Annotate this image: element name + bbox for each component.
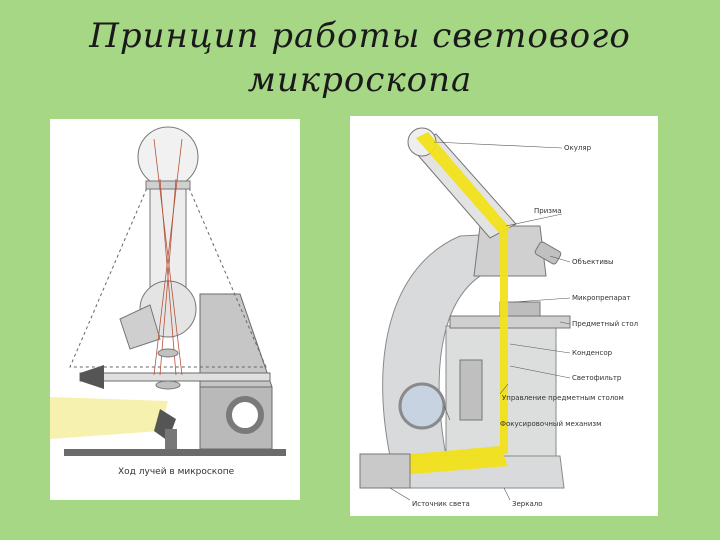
label-ocular: Окуляр xyxy=(564,144,592,152)
label-mirror: Зеркало xyxy=(512,500,543,508)
objective-lens xyxy=(534,241,562,265)
incoming-light xyxy=(50,397,168,439)
objective-side xyxy=(119,304,161,350)
focus-knob xyxy=(226,396,264,434)
head xyxy=(473,225,547,277)
stage-arrow xyxy=(80,365,104,389)
ray-path-drawing xyxy=(50,126,286,456)
light-source-housing xyxy=(359,453,411,489)
mirror-stand xyxy=(165,429,177,449)
slide-title: Принцип работы светового микроскопа xyxy=(0,14,720,102)
label-specimen: Микропрепарат xyxy=(572,294,631,302)
objective-lens xyxy=(157,348,179,358)
light-rays xyxy=(153,138,183,376)
condenser-lens xyxy=(155,380,181,390)
label-focus: Фокусировочный механизм xyxy=(500,420,601,428)
title-line-1: Принцип работы светового xyxy=(89,16,631,56)
arm xyxy=(199,293,273,388)
stage xyxy=(449,315,571,329)
focus-knob xyxy=(398,382,446,430)
label-filter: Светофильтр xyxy=(572,374,622,382)
eyepiece-rim xyxy=(145,180,191,190)
ray-path-caption: Ход лучей в микроскопе xyxy=(118,467,235,477)
gear-mechanism xyxy=(459,359,483,421)
label-condenser: Конденсор xyxy=(572,349,613,357)
label-stage-control: Управление предметным столом xyxy=(502,394,624,402)
title-line-2: микроскопа xyxy=(247,60,473,100)
label-light-source: Источник света xyxy=(412,500,470,508)
microscope-cutaway: Окуляр Призма Объективы Микропрепарат Пр… xyxy=(350,116,658,516)
label-stage: Предметный стол xyxy=(572,320,638,328)
label-prism: Призма xyxy=(534,207,562,215)
microscope-drawing: Окуляр Призма Объективы Микропрепарат Пр… xyxy=(359,127,638,508)
base-plate xyxy=(64,449,286,456)
light-path xyxy=(390,132,510,476)
eye xyxy=(137,126,199,188)
stage xyxy=(79,372,271,382)
leader-lines xyxy=(389,141,571,501)
ray-path-diagram: Ход лучей в микроскопе xyxy=(50,119,300,500)
label-objectives: Объективы xyxy=(572,258,614,266)
